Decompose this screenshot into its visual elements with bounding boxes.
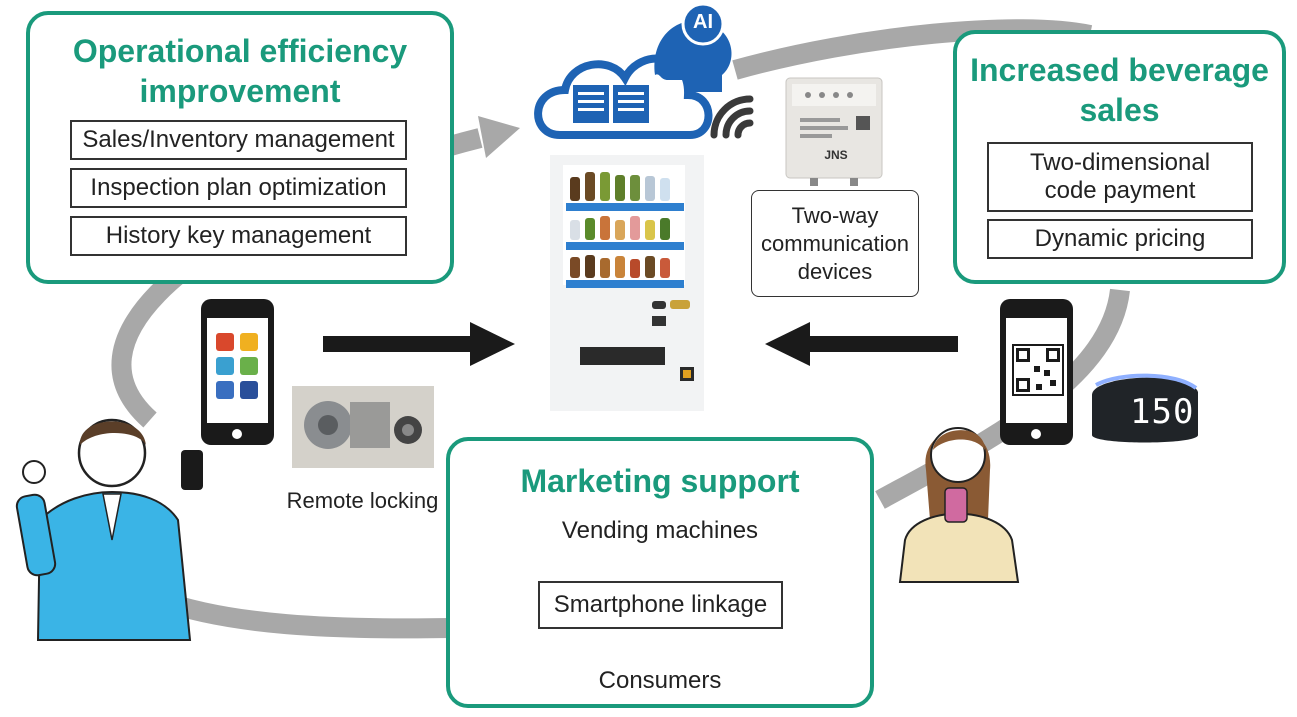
ai-badge-text: AI xyxy=(693,11,713,33)
arrow-to-machine-left xyxy=(323,322,515,366)
price-display-text: 150 xyxy=(1130,392,1195,432)
sales-inventory-box: Sales/Inventory management xyxy=(70,120,407,160)
smartphone-linkage-box: Smartphone linkage xyxy=(538,581,783,629)
drink-row-1 xyxy=(570,172,670,201)
qr-code-icon xyxy=(1000,299,1073,445)
operational-title-line1: Operational efficiency xyxy=(72,33,408,69)
beverage-title-line2: sales xyxy=(1079,92,1160,128)
vending-machine-image xyxy=(550,155,704,411)
marketing-support-panel: Marketing support Vending machines Smart… xyxy=(446,437,874,708)
drink-row-2 xyxy=(570,216,670,240)
price-display-image xyxy=(1092,373,1198,443)
inspection-plan-box: Inspection plan optimization xyxy=(70,168,407,208)
smartphone-apps-icon xyxy=(201,299,274,445)
qr-payment-box: Two-dimensional code payment xyxy=(987,142,1253,212)
vending-machines-label: Vending machines xyxy=(561,517,759,544)
remote-locking-label: Remote locking xyxy=(286,488,439,513)
wifi-signal-icon xyxy=(710,95,754,139)
arrow-to-machine-right xyxy=(765,322,958,366)
worker-man-illustration xyxy=(15,418,203,641)
device-brand-text: JNS xyxy=(824,148,848,162)
dynamic-pricing-box: Dynamic pricing xyxy=(987,219,1253,259)
communication-device-image xyxy=(785,77,883,186)
drink-row-3 xyxy=(570,255,670,278)
history-key-box: History key management xyxy=(70,216,407,256)
consumers-label: Consumers xyxy=(598,667,722,694)
flow-arc-bottom-left xyxy=(156,590,451,639)
marketing-title: Marketing support xyxy=(520,463,800,499)
ai-head-icon xyxy=(654,2,732,92)
operational-title-line2: improvement xyxy=(139,73,341,109)
woman-consumer-illustration xyxy=(898,427,1020,583)
operational-efficiency-panel: Operational efficiency improvement Sales… xyxy=(26,11,454,284)
flow-arrow-head xyxy=(478,116,520,158)
beverage-sales-panel: Increased beverage sales Two-dimensional… xyxy=(953,30,1286,284)
beverage-title-line1: Increased beverage xyxy=(970,52,1269,88)
lock-mechanism-icon xyxy=(292,386,434,468)
communication-devices-box: Two-way communication devices xyxy=(751,190,919,297)
